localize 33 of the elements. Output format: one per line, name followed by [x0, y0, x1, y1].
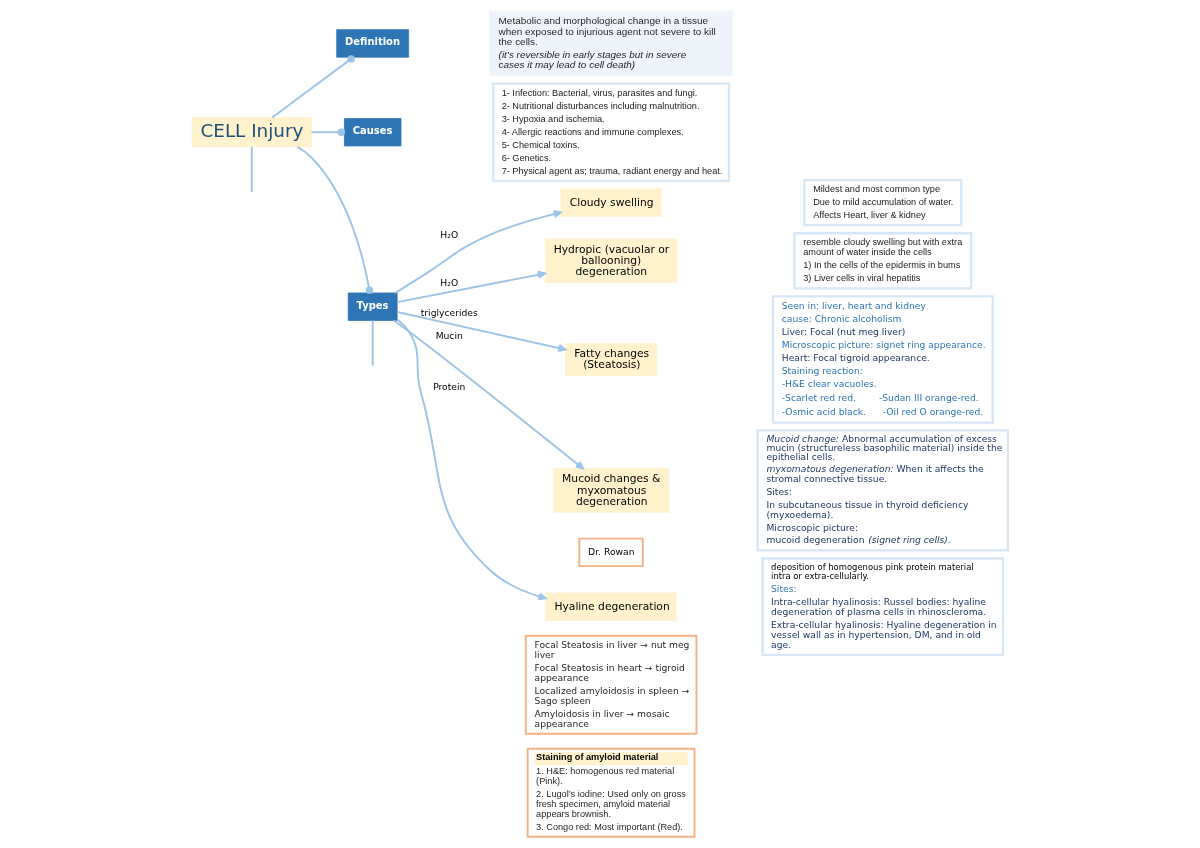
node-box: Fatty changes (Steatosis) [565, 343, 658, 376]
edge-label: triglycerides [420, 306, 478, 318]
node-box: Staining of amyloid material 1. H&E: homogenous red material (Pink). 2. Lugol’s iodine: Used only on gross fresh specimen, amyloid material appears brownish. 3. Congo red: Most important (Red). [526, 747, 696, 838]
node-box: 1- Infection: Bacterial, virus, parasites and fungi. 2- Nutritional disturbances including malnutrition. 3- Hypoxia and ischemia. 4- Allergic reactions and immune complexes. 5- Chemical toxins. 6- Genetics. 7- Physical agent as; trauma, radiant energy and heat. [492, 82, 731, 182]
node-box: Causes [344, 118, 402, 147]
node-box: deposition of homogenous pink protein material intra or extra-cellularly. Sites: Intra-cellular hyalinosis: Russel bodies: hyaline degeneration of plasma cells in rhinoscleroma. Extra-cellular hyalinosis: Hyaline degeneration in vessel wall as in hypertension, DM, and in old age. [761, 557, 1005, 657]
node-box: Cloudy swelling [560, 188, 662, 217]
node-box: Focal Steatosis in liver → nut meg liver Focal Steatosis in heart → tigroid appearance Localized amyloidosis in spleen → Sago spleen Amyloidosis in liver → mosaic appearance [524, 634, 698, 735]
connector [250, 145, 253, 193]
node-box: Seen in: liver, heart and kidney cause: Chronic alcoholism Liver: Focal (nut meg liver) Microscopic picture: signet ring appearance. Heart: Focal tigroid appearance. Staining reaction: -H&E clear vacuoles. -Scarlet red red. -Sudan III orange-red. -Osmic acid black. -Oil red O orange-red. [771, 295, 994, 424]
node-box: Hydropic (vacuolar or ballooning) degeneration [544, 238, 678, 283]
arrow [392, 319, 585, 470]
node-box: Dr. Rowan [578, 537, 644, 568]
node-box: Mucoid changes & myxomatous degeneration [552, 468, 670, 513]
node-box: Definition [336, 29, 410, 58]
edge-label: Mucin [435, 329, 463, 341]
edge-label: Protein [433, 380, 466, 392]
node-box: resemble cloudy swelling but with extra amount of water inside the cells 1) In the cells of the epidermis in bums 3) Liver cells in viral hepatitis [793, 232, 973, 290]
connector [296, 145, 374, 294]
connector [371, 319, 374, 367]
connector [310, 128, 346, 136]
node-box: Mildest and most common type Due to mild accumulation of water. Affects Heart, liver & kidney [803, 178, 963, 227]
node-box: Mucoid change: Abnormal accumulation of excess mucin (structureless basophilic material) inside the epithelial cells. myxomatous degeneration: When it affects the stromal connective tissue. Sites: In subcutaneous tissue in thyroid deficiency (myxoedema). Microscopic picture: mucoid degeneration (signet ring cells). [756, 429, 1010, 552]
edge-label: H₂O [440, 276, 459, 288]
arrow [396, 311, 567, 352]
arrow [396, 318, 547, 601]
node-box: Hyaline degeneration [545, 592, 677, 621]
edge-label: H₂O [440, 229, 459, 241]
connector [271, 55, 355, 119]
arrow [396, 270, 547, 304]
node-box: Types [347, 292, 398, 321]
arrow [394, 210, 562, 294]
node-box: CELL Injury [191, 117, 312, 148]
